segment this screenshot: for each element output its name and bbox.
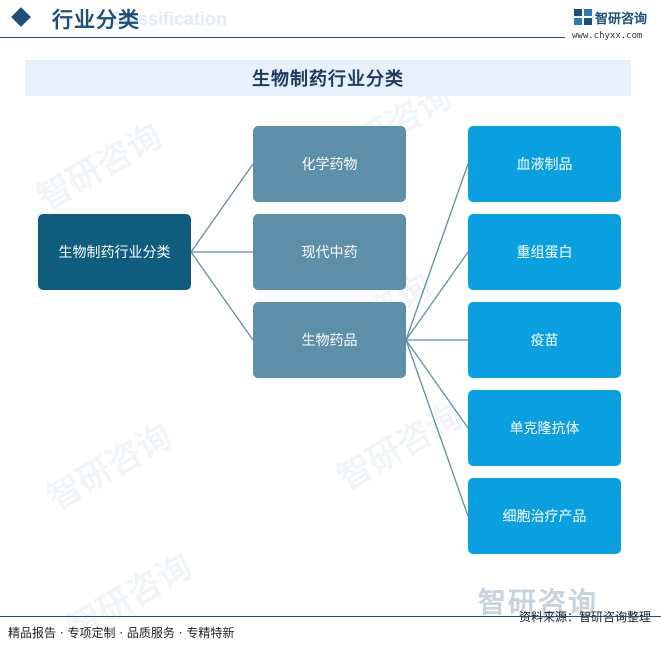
diagram-title: 生物制药行业分类 — [252, 69, 404, 90]
node-level2-blood-products: 血液制品 — [468, 126, 621, 202]
node-level2-cell-therapy: 细胞治疗产品 — [468, 478, 621, 554]
connector-level1-to-level2 — [405, 163, 469, 341]
footer-tagline: 精品报告 · 专项定制 · 品质服务 · 专精特新 — [8, 626, 235, 640]
node-level1-chemical-drugs: 化学药物 — [253, 126, 406, 202]
diagram-title-banner: 生物制药行业分类 — [25, 60, 631, 96]
node-level2-vaccine: 疫苗 — [468, 302, 621, 378]
source-note: 资料来源：智研咨询整理 — [518, 610, 651, 624]
node-root: 生物制药行业分类 — [38, 214, 191, 290]
brand-name: 智研咨询 — [595, 12, 648, 27]
page-header: Classification 行业分类 智研咨询 www.chyxx.com — [0, 0, 661, 41]
node-level1-biologics: 生物药品 — [253, 302, 406, 378]
header-divider — [0, 37, 565, 38]
node-level2-recombinant-protein: 重组蛋白 — [468, 214, 621, 290]
footer-divider — [0, 616, 661, 617]
footer-brand-mark: 智研咨询 — [478, 586, 599, 619]
connector-level1-to-level2 — [405, 339, 469, 429]
connector-level1-to-level2 — [405, 339, 469, 517]
connector-root-to-level1 — [190, 251, 254, 341]
node-level2-monoclonal-antibody: 单克隆抗体 — [468, 390, 621, 466]
chyxx-logo-icon — [574, 9, 592, 25]
page-title: 行业分类 — [52, 8, 140, 32]
connector-root-to-level1 — [190, 163, 254, 253]
brand-url: www.chyxx.com — [572, 31, 643, 41]
connector-level1-to-level2 — [405, 251, 469, 341]
node-level1-modern-tcm: 现代中药 — [253, 214, 406, 290]
